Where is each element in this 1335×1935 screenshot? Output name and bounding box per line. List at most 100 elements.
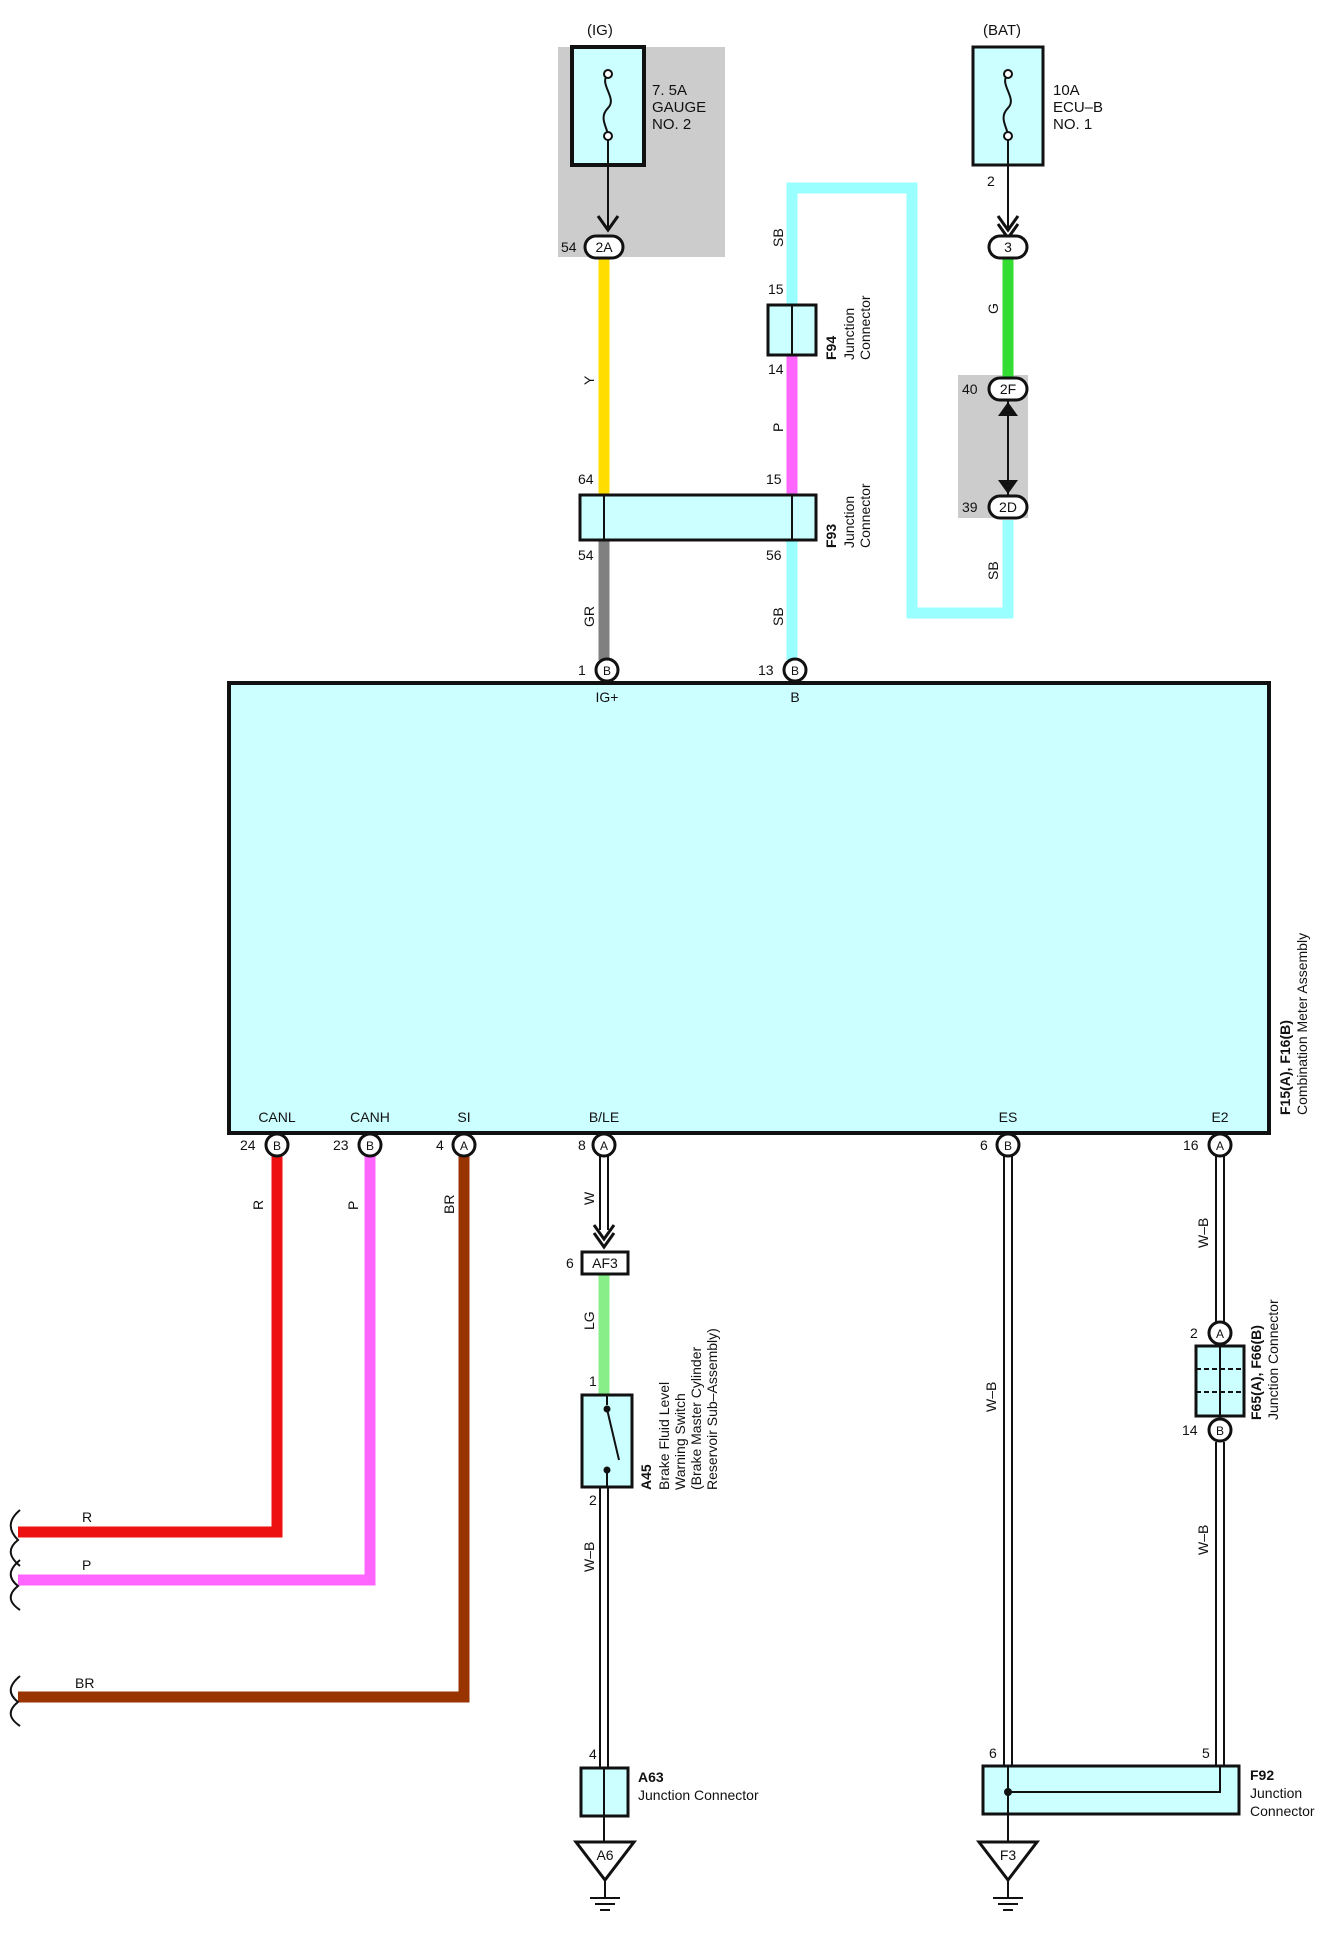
svg-text:2D: 2D	[999, 499, 1017, 515]
fuse-ig-no: NO. 2	[652, 116, 691, 133]
terminal-es-pin: 6	[980, 1137, 988, 1153]
terminal-b-label: B	[790, 689, 799, 705]
f92-name-1: Junction	[1250, 1785, 1302, 1801]
switch-name-2: Warning Switch	[672, 1393, 688, 1490]
f94-name-2: Connector	[857, 295, 873, 360]
terminal-e2: A	[1207, 1132, 1233, 1158]
fuse-bat	[971, 45, 1045, 241]
wire-end-label-p: P	[82, 1557, 91, 1573]
f93-pin-br: 56	[766, 547, 782, 563]
meter-code: F15(A), F16(B)	[1277, 1020, 1293, 1115]
svg-text:A: A	[1216, 1327, 1224, 1341]
fuse-bat-name: ECU–B	[1053, 99, 1103, 116]
svg-text:B: B	[1004, 1139, 1012, 1153]
terminal-canh-label: CANH	[350, 1109, 390, 1125]
wire-label-wb-3: W–B	[1195, 1218, 1211, 1248]
f94-pin-bottom: 14	[768, 361, 784, 377]
svg-text:F3: F3	[1000, 1847, 1017, 1863]
terminal-b-le: A	[591, 1132, 617, 1158]
a63-code: A63	[638, 1769, 664, 1785]
terminal-canl-label: CANL	[258, 1109, 296, 1125]
terminal-canl-pin: 24	[240, 1137, 256, 1153]
terminal-es: B	[995, 1132, 1021, 1158]
f65-name: Junction Connector	[1265, 1299, 1281, 1420]
fuse-ig-name: GAUGE	[652, 99, 706, 116]
fuse-ig-rating: 7. 5A	[652, 82, 687, 99]
brake-fluid-switch	[580, 1393, 634, 1489]
wire-p-bottom	[18, 1155, 376, 1586]
f93-pin-tr: 15	[766, 471, 782, 487]
break-mark-p-icon	[9, 1559, 21, 1611]
terminal-ig-plus-pin: 1	[578, 662, 586, 678]
terminal-ig-plus-label: IG+	[596, 689, 619, 705]
junction-f94	[766, 303, 818, 357]
switch-pin-bottom: 2	[589, 1492, 597, 1508]
terminal-e2-pin: 16	[1183, 1137, 1199, 1153]
ground-a6-icon: A6	[572, 1840, 638, 1911]
svg-text:B: B	[603, 664, 611, 678]
svg-text:A: A	[600, 1139, 608, 1153]
switch-pin-top: 1	[589, 1373, 597, 1389]
connector-2f-pin: 40	[962, 381, 978, 397]
fuse-bat-pin: 2	[987, 173, 995, 189]
f93-pin-bl: 54	[578, 547, 594, 563]
f93-pin-tl: 64	[578, 471, 594, 487]
connector-2d-pin: 39	[962, 499, 978, 515]
switch-name-4: Reservoir Sub–Assembly)	[704, 1328, 720, 1490]
svg-text:3: 3	[1004, 239, 1012, 255]
break-mark-r-icon	[9, 1509, 21, 1567]
wire-label-sb-3: SB	[985, 561, 1001, 580]
svg-text:B: B	[791, 664, 799, 678]
svg-text:A6: A6	[596, 1847, 613, 1863]
svg-text:B: B	[273, 1139, 281, 1153]
f93-name-2: Connector	[857, 483, 873, 548]
combination-meter-box	[227, 681, 1271, 1135]
wire-label-gr: GR	[581, 606, 597, 627]
junction-a63	[579, 1766, 630, 1818]
terminal-si: A	[451, 1132, 477, 1158]
terminal-canh: B	[357, 1132, 383, 1158]
a63-pin: 4	[589, 1746, 597, 1762]
wire-end-label-r: R	[82, 1509, 92, 1525]
break-mark-br-icon	[9, 1675, 21, 1727]
terminal-si-pin: 4	[436, 1137, 444, 1153]
wire-label-lg: LG	[581, 1311, 597, 1330]
svg-text:A: A	[460, 1139, 468, 1153]
terminal-canh-pin: 23	[333, 1137, 349, 1153]
junction-f92	[981, 1764, 1241, 1816]
switch-code: A45	[638, 1464, 654, 1490]
svg-text:AF3: AF3	[592, 1255, 618, 1271]
terminal-e2-label: E2	[1211, 1109, 1228, 1125]
ig-label: (IG)	[587, 22, 613, 39]
terminal-b-le-pin: 8	[578, 1137, 586, 1153]
switch-name-1: Brake Fluid Level	[656, 1382, 672, 1490]
wire-label-g: G	[985, 303, 1001, 314]
f92-pin-right: 5	[1202, 1745, 1210, 1761]
f93-code: F93	[823, 524, 839, 548]
svg-text:B: B	[1216, 1424, 1224, 1438]
terminal-ig-plus: B	[594, 657, 620, 683]
connector-af3: AF3	[580, 1250, 630, 1276]
terminal-es-label: ES	[999, 1109, 1018, 1125]
f65-pin-bottom: 14	[1182, 1422, 1198, 1438]
wire-label-br: BR	[441, 1195, 457, 1214]
wire-label-sb-2: SB	[770, 607, 786, 626]
wire-label-r: R	[250, 1200, 266, 1210]
f65-code: F65(A), F66(B)	[1248, 1325, 1264, 1420]
ground-f3-icon: F3	[975, 1840, 1041, 1911]
wire-br	[18, 1155, 470, 1703]
svg-text:2A: 2A	[595, 239, 613, 255]
connector-2f: 2F	[987, 376, 1029, 402]
f93-name-1: Junction	[841, 496, 857, 548]
wire-label-wb-2: W–B	[983, 1382, 999, 1412]
wire-sb-loop	[786, 182, 1014, 619]
connector-2a: 2A	[583, 234, 625, 260]
f94-name-1: Junction	[841, 308, 857, 360]
terminal-si-label: SI	[457, 1109, 470, 1125]
wire-label-p-2: P	[345, 1201, 361, 1210]
f94-pin-top: 15	[768, 281, 784, 297]
f92-name-2: Connector	[1250, 1803, 1315, 1819]
terminal-b-pin: 13	[758, 662, 774, 678]
connector-2a-pin: 54	[561, 239, 577, 255]
